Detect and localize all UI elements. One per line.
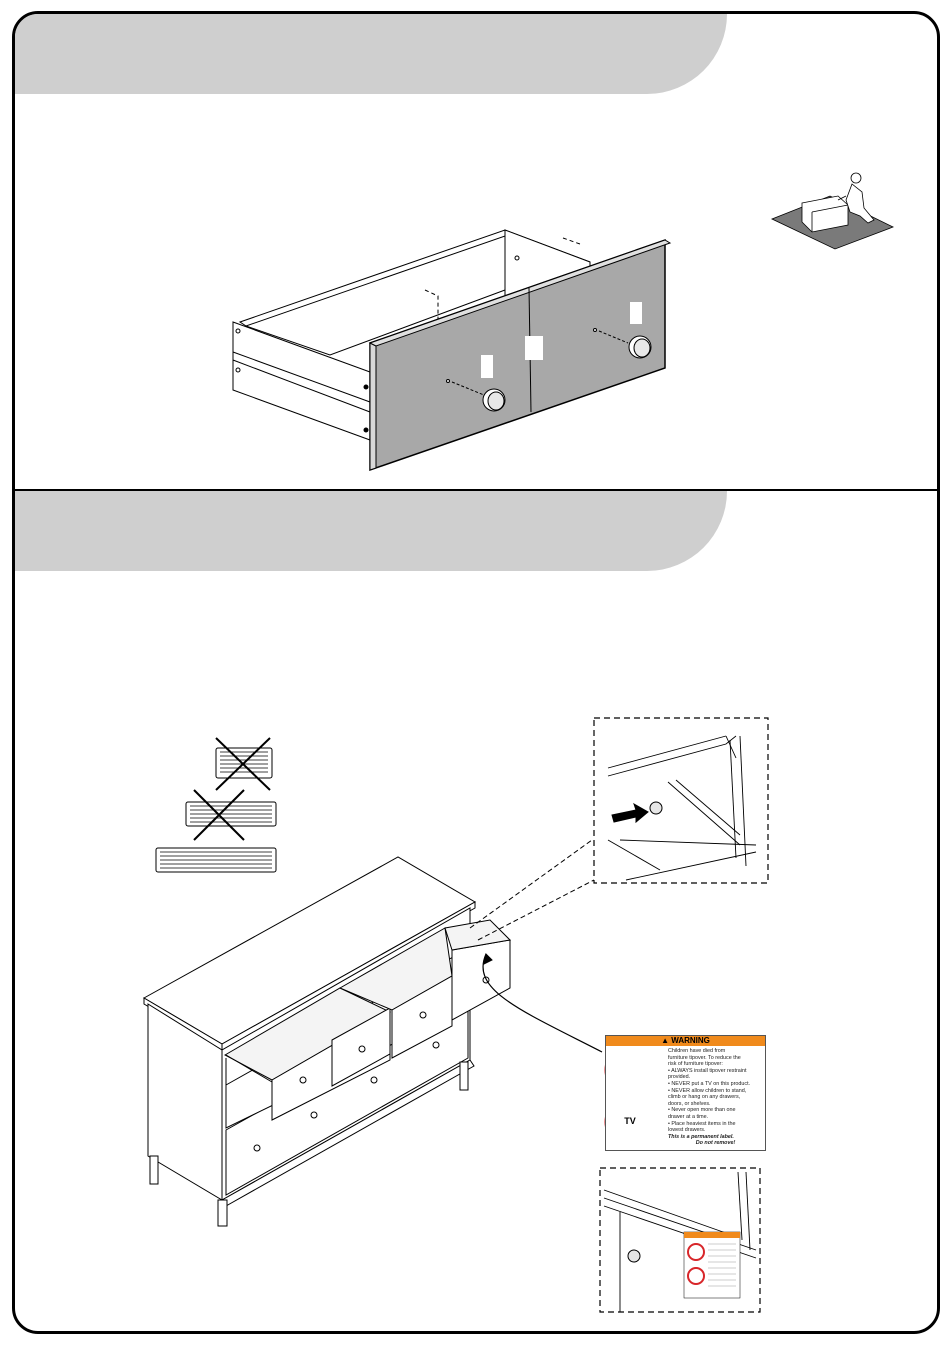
step-divider <box>15 489 937 491</box>
tv-text: TV <box>624 1116 636 1126</box>
warning-line: • NEVER allow children to stand, <box>668 1087 747 1094</box>
warning-label-title: ▲ WARNING <box>606 1036 765 1046</box>
incorrect-option-2 <box>185 789 277 841</box>
warning-line: furniture tipover. To reduce the <box>668 1054 741 1061</box>
drawer-assembly-illustration <box>232 229 672 472</box>
warning-line: • Never open more than one <box>668 1107 736 1114</box>
warning-line: • Place heaviest items in the <box>668 1120 736 1127</box>
drawer-slide-options-icon <box>155 737 277 873</box>
correct-option <box>155 847 277 873</box>
warning-footer: This is a permanent label. <box>668 1133 734 1140</box>
warning-line: Children have died from <box>668 1048 726 1054</box>
warning-line: climb or hang on any drawers, <box>668 1094 741 1101</box>
warning-line: • NEVER put a TV on this product. <box>668 1080 751 1087</box>
warning-line: lowest drawers. <box>668 1127 706 1134</box>
warning-line: risk of furniture tipover: <box>668 1061 723 1068</box>
tipover-warning-label: ▲ WARNING Children have died from furnit… <box>605 1035 766 1151</box>
warning-line: • ALWAYS install tipover restraint <box>668 1067 747 1074</box>
warning-line: doors, or shelves. <box>668 1100 711 1107</box>
step-header-tab-1 <box>15 14 727 94</box>
warning-footer: Do not remove! <box>695 1140 736 1147</box>
warning-line: drawer at a time. <box>668 1113 709 1120</box>
incorrect-option-1 <box>215 737 273 791</box>
drawer-stop-detail <box>593 717 769 884</box>
dresser-illustration <box>142 839 603 1227</box>
two-person-assembly-icon <box>770 172 895 250</box>
label-placement-detail <box>599 1167 761 1313</box>
step-header-tab-2 <box>15 491 727 571</box>
warning-line: provided. <box>668 1074 691 1081</box>
warning-label-text: Children have died from furniture tipove… <box>668 1048 763 1147</box>
